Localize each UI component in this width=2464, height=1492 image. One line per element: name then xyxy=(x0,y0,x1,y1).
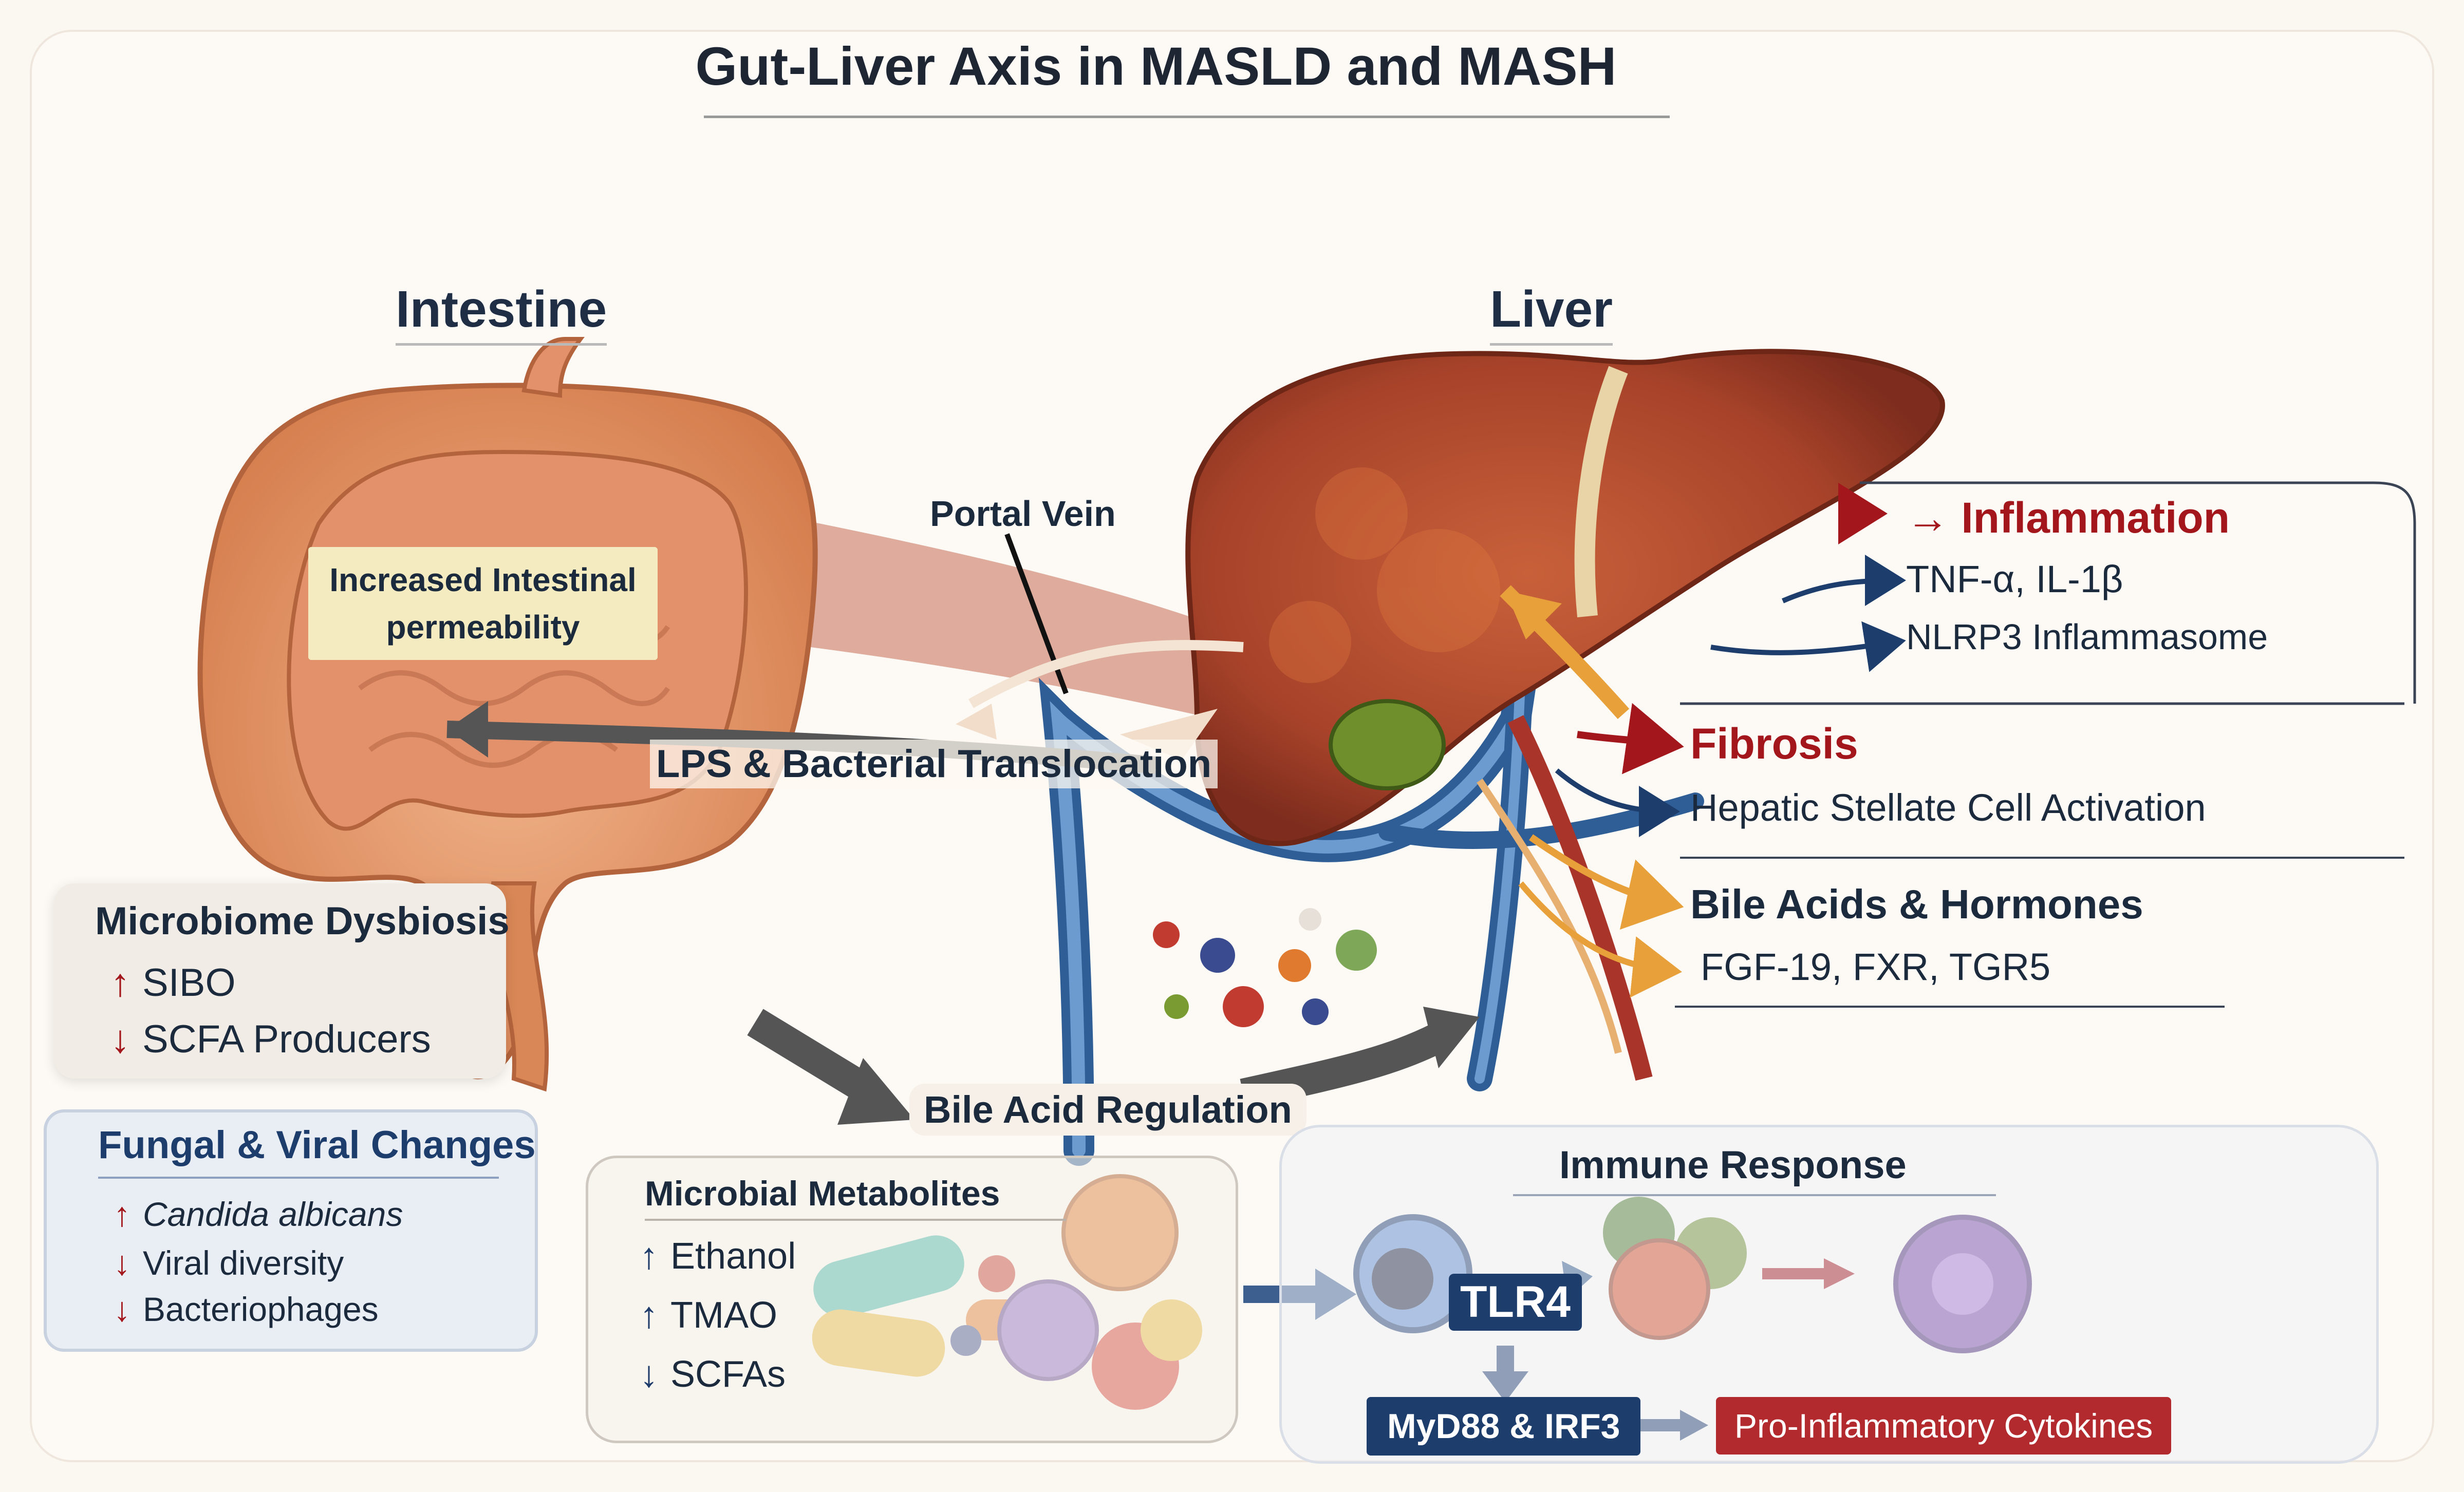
up-arrow-icon: ↑ xyxy=(114,1195,130,1234)
up-arrow-icon: ↑ xyxy=(640,1235,658,1277)
microbial-metabolites-title: Microbial Metabolites xyxy=(645,1174,1000,1214)
fungal-viral-title: Fungal & Viral Changes xyxy=(98,1123,536,1167)
microbiome-dysbiosis-panel: Microbiome Dysbiosis ↑ SIBO ↓ SCFA Produ… xyxy=(54,883,506,1079)
immune-response-title: Immune Response xyxy=(1559,1143,1907,1187)
microbial-metabolites-panel: Microbial Metabolites ↑ Ethanol ↑ TMAO ↓… xyxy=(586,1156,1238,1443)
microbiome-item: ↓ SCFA Producers xyxy=(110,1017,431,1062)
metabolite-item: ↑ TMAO xyxy=(640,1294,777,1336)
immune-divider xyxy=(1513,1194,1996,1196)
fungal-viral-panel: Fungal & Viral Changes ↑ Candida albican… xyxy=(44,1109,538,1352)
metabolite-item: ↑ Ethanol xyxy=(640,1235,796,1277)
bile-hormones-title: Bile Acids & Hormones xyxy=(1690,881,2143,928)
metabolite-item-text: Ethanol xyxy=(670,1235,796,1277)
myd88-irf3-box: MyD88 & IRF3 xyxy=(1367,1397,1640,1456)
fibrosis-title: Fibrosis xyxy=(1690,719,1858,769)
microbiome-item-text: SCFA Producers xyxy=(142,1017,431,1062)
fungal-item-text: Candida albicans xyxy=(143,1195,403,1234)
heading-intestine-rule xyxy=(396,343,607,346)
bile-hormones-item-1: FGF-19, FXR, TGR5 xyxy=(1701,945,2050,989)
fungal-viral-divider xyxy=(98,1177,499,1179)
metabolite-item: ↓ SCFAs xyxy=(640,1353,786,1395)
fungal-item-text: Bacteriophages xyxy=(143,1290,379,1329)
heading-intestine-text: Intestine xyxy=(396,280,607,338)
permeability-line1: Increased Intestinal xyxy=(324,556,642,603)
metabolites-divider xyxy=(645,1219,1066,1221)
down-arrow-icon: ↓ xyxy=(114,1290,130,1329)
fibrosis-item-1: Hepatic Stellate Cell Activation xyxy=(1690,786,2206,829)
permeability-line2: permeability xyxy=(324,603,642,651)
heading-liver: Liver xyxy=(1490,280,1613,346)
title-divider xyxy=(704,116,1670,118)
permeability-label: Increased Intestinal permeability xyxy=(308,547,658,660)
heading-liver-text: Liver xyxy=(1490,280,1613,338)
bile-acid-regulation-label: Bile Acid Regulation xyxy=(909,1084,1306,1136)
fungal-item: ↓ Viral diversity xyxy=(114,1243,344,1282)
pro-inflammatory-cytokines-box: Pro-Inflammatory Cytokines xyxy=(1716,1397,2171,1455)
lps-translocation-label: LPS & Bacterial Translocation xyxy=(650,740,1218,788)
tlr4-badge: TLR4 xyxy=(1449,1274,1582,1331)
microbiome-item: ↑ SIBO xyxy=(110,960,236,1005)
microbiome-item-text: SIBO xyxy=(142,960,236,1005)
fungal-item: ↑ Candida albicans xyxy=(114,1195,403,1234)
inflammation-item-2: NLRP3 Inflammasome xyxy=(1906,616,2268,657)
inflammation-title: → Inflammation xyxy=(1906,493,2230,543)
down-arrow-icon: ↓ xyxy=(114,1243,130,1282)
microbiome-dysbiosis-title: Microbiome Dysbiosis xyxy=(95,899,510,943)
diagram-title: Gut-Liver Axis in MASLD and MASH xyxy=(0,36,2312,98)
down-arrow-icon: ↓ xyxy=(110,1017,130,1062)
metabolite-item-text: SCFAs xyxy=(670,1353,786,1395)
metabolite-item-text: TMAO xyxy=(670,1294,777,1336)
fungal-item: ↓ Bacteriophages xyxy=(114,1290,379,1329)
fungal-item-text: Viral diversity xyxy=(143,1243,344,1282)
down-arrow-icon: ↓ xyxy=(640,1353,658,1395)
portal-vein-label: Portal Vein xyxy=(930,493,1116,534)
heading-intestine: Intestine xyxy=(396,280,607,346)
up-arrow-icon: ↑ xyxy=(110,960,130,1005)
heading-liver-rule xyxy=(1490,343,1613,346)
inflammation-item-1: TNF-α, IL-1β xyxy=(1906,557,2123,601)
up-arrow-icon: ↑ xyxy=(640,1294,658,1336)
